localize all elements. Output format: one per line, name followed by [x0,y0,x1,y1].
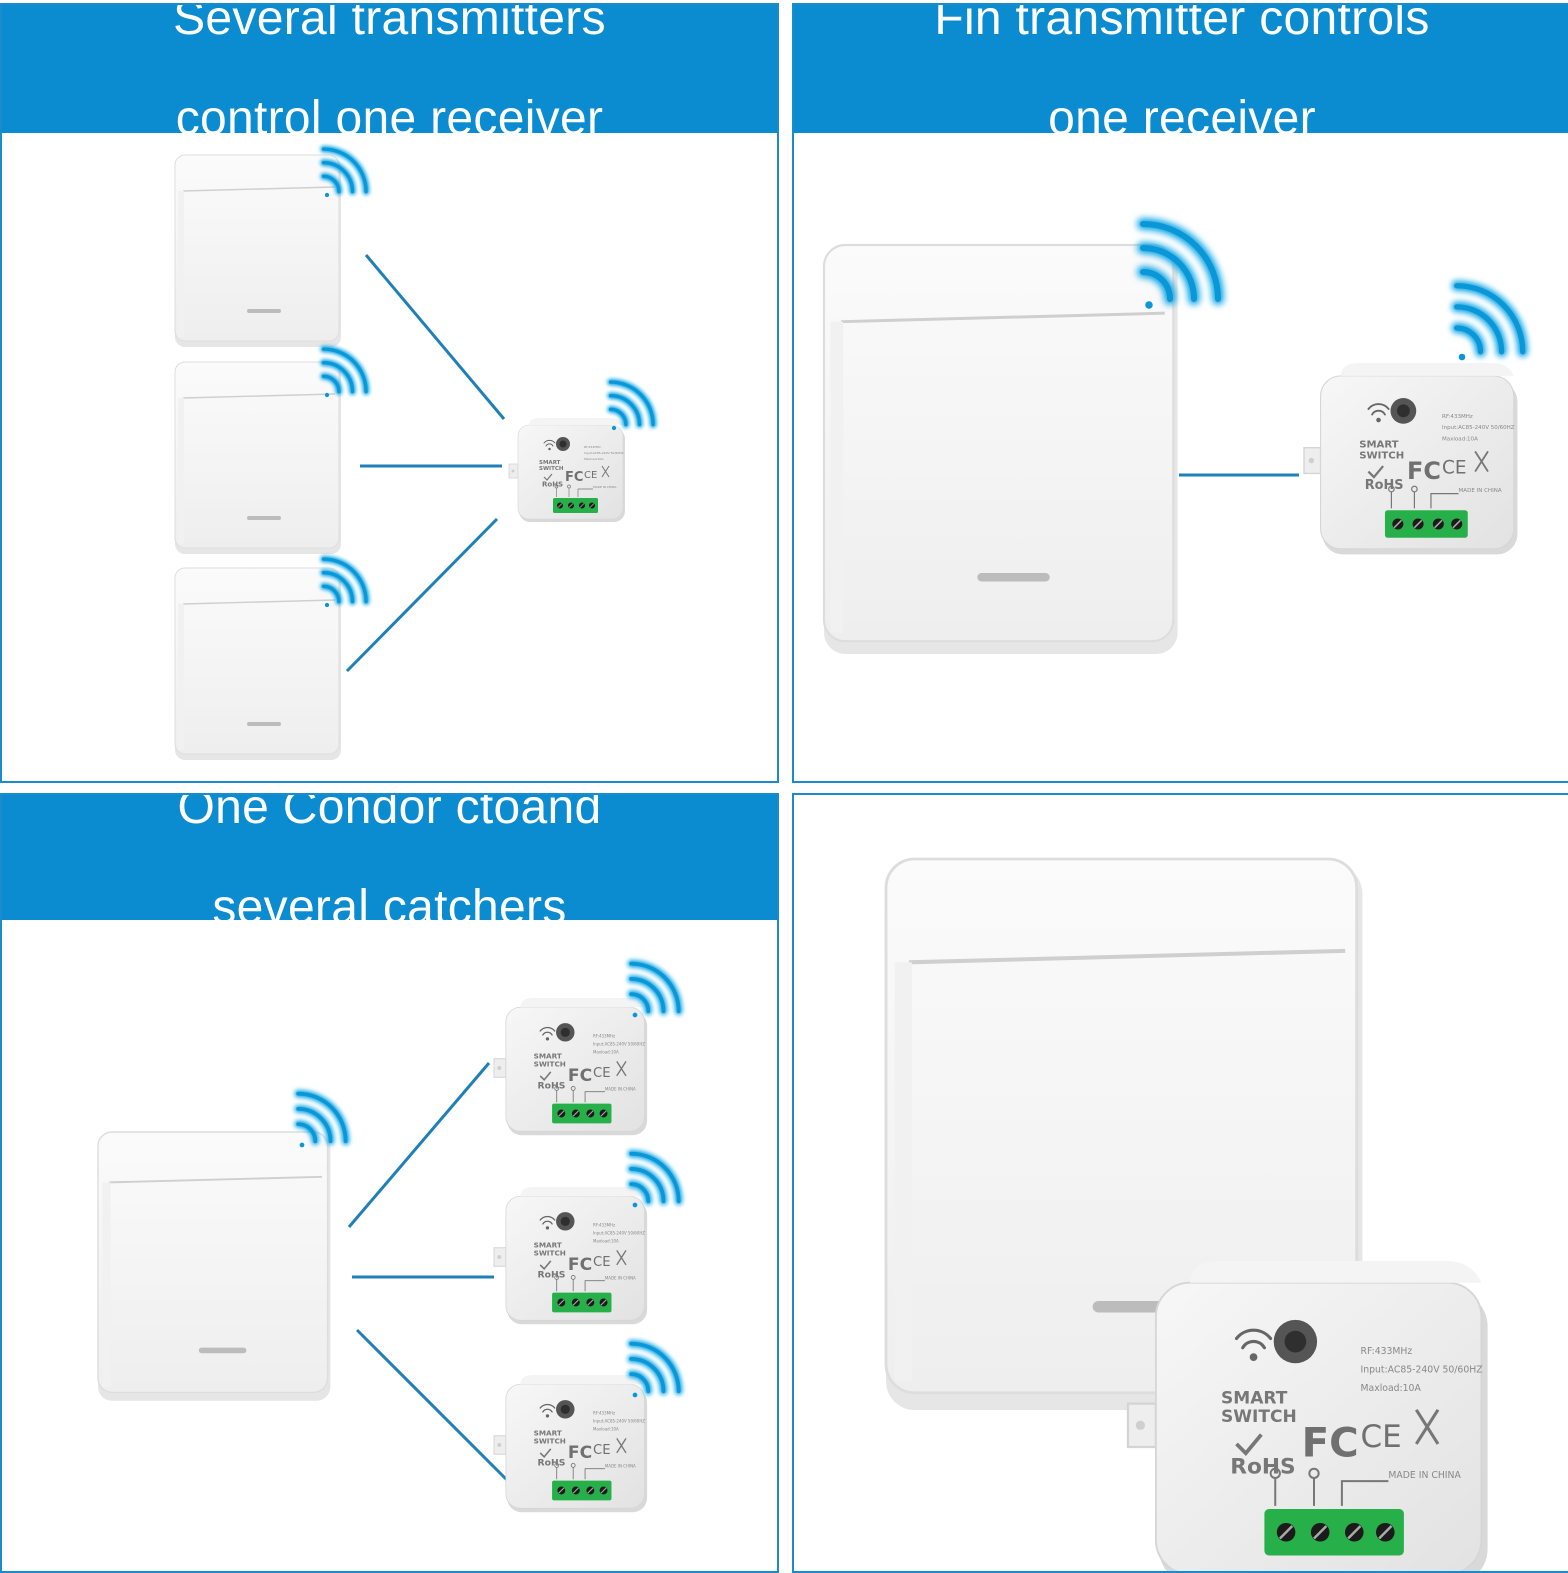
panel-3-illustration [97,795,779,1514]
connection-line [347,1062,491,1228]
receiver-module-large [1126,1259,1490,1571]
wall-switch [822,243,1180,656]
receiver-module-3 [493,1374,648,1514]
panel-1-illustration [174,5,779,761]
title-line-2: one receiver [1048,92,1316,145]
receiver-module [508,417,626,523]
receiver-module-1 [493,997,648,1137]
panel-title: Fin transmitter controls one receiver [934,3,1430,194]
receiver-module [1302,361,1519,556]
panel-product-closeup [792,793,1568,1573]
wall-switch-1 [174,154,342,348]
wall-switch [97,1131,332,1402]
connection-line [345,517,499,673]
panel-title: One Condor ctoand several catchers [177,793,602,983]
title-line-1: Fin transmitter controls [934,3,1430,45]
title-line-2: control one receiver [175,92,604,145]
panel-several-transmitters: Several transmitters control one receive… [0,3,779,783]
wall-switch-3 [174,567,342,761]
connection-lines [345,254,506,673]
panel-one-transmitter: Fin transmitter controls one receiver [792,3,1568,783]
wall-switch-2 [174,361,342,555]
panel-4-illustration [794,795,1490,1571]
signal-waves-icon [631,964,679,1018]
receiver-module-2 [493,1186,648,1326]
panel-title: Several transmitters control one receive… [173,3,606,194]
panel-header: Fin transmitter controls one receiver [794,5,1568,144]
title-line-1: One Condor ctoand [177,793,602,834]
title-line-1: Several transmitters [173,3,606,45]
connection-line [355,1328,509,1482]
panel-one-transmitter-several-receivers: One Condor ctoand several catchers [0,793,779,1573]
panel-2-illustration [822,5,1568,656]
signal-waves-icon [1457,286,1523,361]
connection-line [364,254,506,420]
connection-lines [347,1062,509,1482]
title-line-2: several catchers [212,880,567,934]
panel-header: One Condor ctoand several catchers [2,795,777,932]
panel-header: Several transmitters control one receive… [2,5,777,144]
